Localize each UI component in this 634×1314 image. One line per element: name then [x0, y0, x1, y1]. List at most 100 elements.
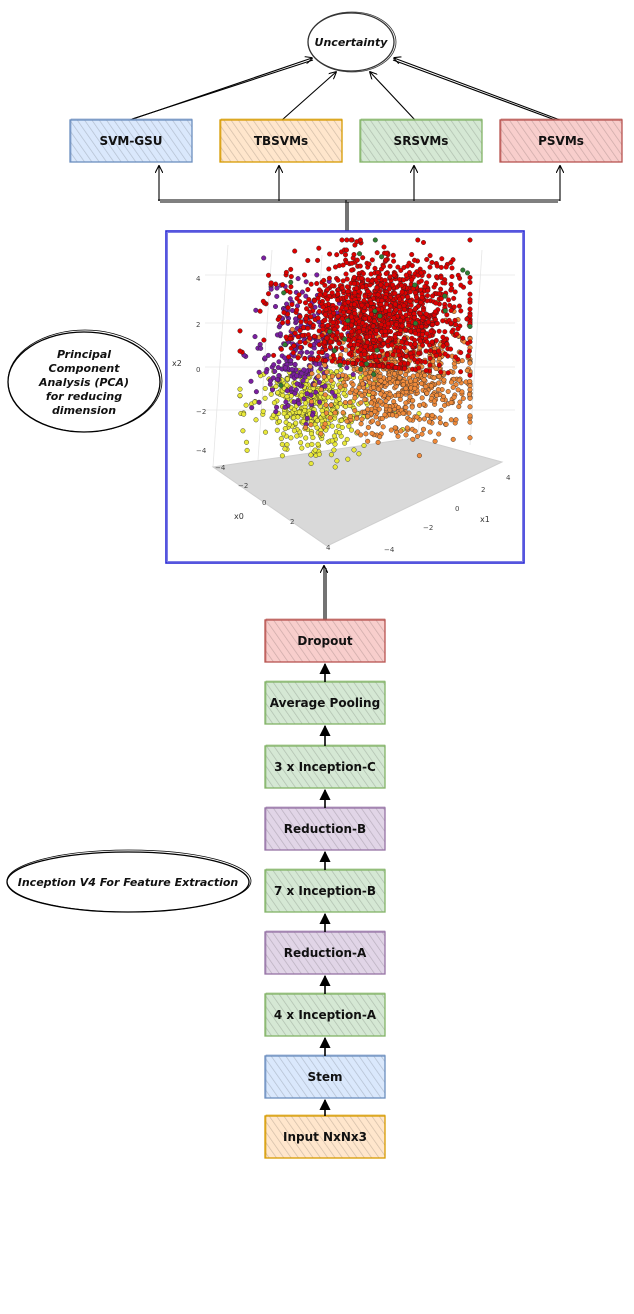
scatter-point: [327, 329, 333, 335]
scatter-point: [405, 317, 411, 323]
layer-reduction-a-label: Reduction-A: [284, 946, 367, 960]
scatter-point: [386, 307, 392, 313]
scatter-point: [360, 284, 366, 290]
scatter-point: [456, 377, 462, 383]
scatter-point: [425, 319, 431, 325]
scatter-point: [374, 347, 380, 353]
scatter-point: [262, 386, 268, 392]
scatter-point: [332, 464, 338, 470]
scatter-point: [321, 277, 327, 283]
scatter-point: [419, 342, 425, 348]
scatter-point: [325, 296, 331, 302]
scatter-point: [413, 320, 419, 326]
scatter-point: [352, 395, 358, 401]
scatter-point: [315, 373, 321, 379]
scatter-point: [376, 363, 382, 369]
scatter-point: [277, 331, 283, 337]
scatter-point: [337, 362, 343, 368]
scatter-point: [370, 418, 376, 424]
scatter-point: [467, 275, 473, 281]
scatter-point: [391, 272, 397, 278]
scatter-point: [292, 248, 298, 254]
scatter-point: [375, 420, 381, 426]
scatter-point: [401, 345, 407, 351]
scatter-point: [440, 280, 446, 286]
scatter-point: [465, 340, 471, 346]
scatter-point: [399, 323, 405, 329]
scatter-point: [308, 461, 314, 467]
scatter-point: [303, 425, 309, 431]
scatter-point: [387, 303, 393, 309]
scatter-point: [429, 339, 435, 345]
scatter-point: [316, 342, 322, 348]
scatter-point: [467, 279, 473, 285]
scatter-point: [243, 439, 249, 445]
scatter-point: [328, 452, 334, 458]
scatter-point: [445, 389, 451, 395]
scatter-point: [421, 416, 427, 422]
scatter-point: [385, 338, 391, 344]
layer-reduction-a: Reduction-A: [264, 930, 386, 975]
scatter-point: [339, 417, 345, 423]
scatter-point: [263, 429, 269, 435]
scatter-point: [326, 266, 332, 272]
scatter-point: [336, 396, 342, 402]
scatter-point: [408, 341, 414, 347]
scatter-point: [399, 282, 405, 288]
scatter-point: [315, 441, 321, 447]
scatter-point: [400, 382, 406, 388]
scatter-point: [351, 447, 357, 453]
scatter-point: [314, 418, 320, 424]
scatter-point: [330, 352, 336, 358]
scatter-point: [360, 255, 366, 261]
scatter-point: [420, 315, 426, 321]
scatter-point: [268, 286, 274, 292]
scatter-point: [268, 280, 274, 286]
scatter-point: [418, 270, 424, 276]
scatter-point: [330, 306, 336, 312]
scatter-point: [252, 334, 258, 340]
layer-stem: Stem: [264, 1054, 386, 1099]
scatter-point: [427, 355, 433, 361]
scatter-point: [448, 346, 454, 352]
layer-7-x-inception-b: 7 x Inception-B: [264, 868, 386, 913]
scatter-point: [307, 335, 313, 341]
scatter-point: [366, 261, 372, 267]
scatter-point: [303, 300, 309, 306]
scatter-point: [295, 276, 301, 282]
scatter-point: [416, 350, 422, 356]
scatter-point: [398, 267, 404, 273]
classifier-psvms: PSVMs: [499, 118, 623, 163]
x0-tick-label: 4: [326, 544, 331, 552]
scatter-point: [399, 339, 405, 345]
scatter-point: [382, 356, 388, 362]
scatter-point: [288, 435, 294, 441]
scatter-point: [334, 369, 340, 375]
scatter-point: [443, 264, 449, 270]
scatter-point: [414, 294, 420, 300]
scatter-point: [341, 309, 347, 315]
scatter-point: [318, 366, 324, 372]
scatter-point: [458, 282, 464, 288]
scatter-point: [434, 274, 440, 280]
scatter-point: [467, 435, 473, 441]
scatter-point: [265, 352, 271, 358]
scatter-point: [329, 358, 335, 364]
scatter-point: [339, 425, 345, 431]
scatter-point: [349, 329, 355, 335]
scatter-point: [342, 383, 348, 389]
scatter-point: [400, 410, 406, 416]
scatter-point: [412, 428, 418, 434]
scatter-point: [266, 291, 272, 297]
scatter-point: [316, 451, 322, 457]
scatter-point: [319, 332, 325, 338]
scatter-point: [440, 394, 446, 400]
scatter-point: [402, 307, 408, 313]
scatter-point: [421, 426, 427, 432]
scatter-point: [271, 400, 277, 406]
layer-dropout: Dropout: [264, 618, 386, 663]
scatter-point: [374, 250, 380, 256]
scatter-point: [422, 359, 428, 365]
scatter-point: [278, 436, 284, 442]
